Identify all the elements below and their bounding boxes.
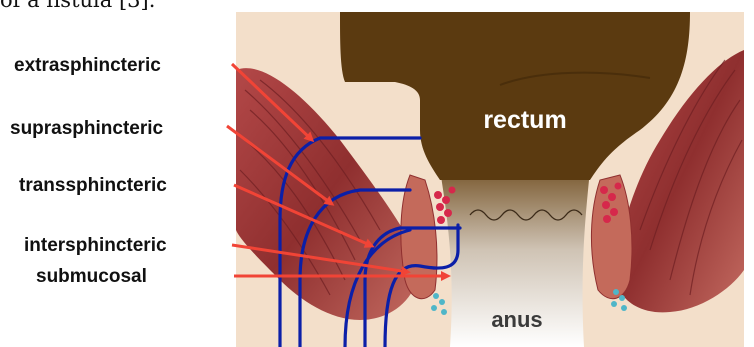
label-intersphincteric: intersphincteric [24,236,167,255]
label-extrasphincteric: extrasphincteric [14,56,161,75]
label-suprasphincteric: suprasphincteric [10,119,163,138]
rectum-label: rectum [483,106,566,134]
label-transsphincteric: transsphincteric [19,176,167,195]
label-submucosal: submucosal [36,267,147,286]
fistula-type-labels: extrasphincteric suprasphincteric transs… [0,0,240,347]
anus-label: anus [491,307,542,332]
